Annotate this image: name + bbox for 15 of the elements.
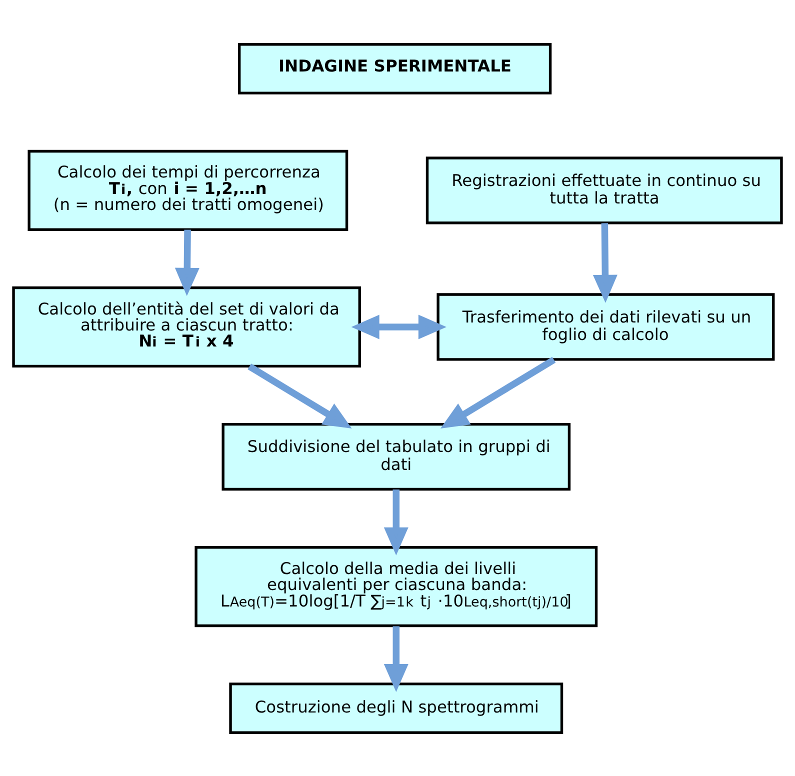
arrow [248,363,352,428]
node-box: Costruzione degli N spettrogrammi [229,682,564,734]
arrow [384,489,408,555]
arrow [592,222,618,302]
arrow [440,356,556,428]
node-box: Suddivisione del tabulato in gruppi di dati [222,422,571,490]
node-box: Calcolo dell’entità del set di valori da attribuire a ciascun tratto: Ni = Ti x 4 [12,286,361,368]
node-box: Calcolo dei tempi di percorrenza Ti, con i = 1,2,…n (n = numero dei tratti omogenei) [28,149,348,230]
node-box: Registrazioni effettuate in continuo su tutta la tratta [426,156,783,224]
arrow [174,229,200,296]
node-box: INDAGINE SPERIMENTALE [238,42,552,94]
arrow [351,314,446,339]
node-box: Calcolo della media dei livelli equivalenti per ciascuna banda: LAeq(T)=10log[1/T ∑j=1k tj ·10Leq,short(tj)/10] [194,546,598,627]
node-box: Trasferimento dei dati rilevati su un foglio di calcolo [436,292,775,360]
arrow [384,626,408,692]
